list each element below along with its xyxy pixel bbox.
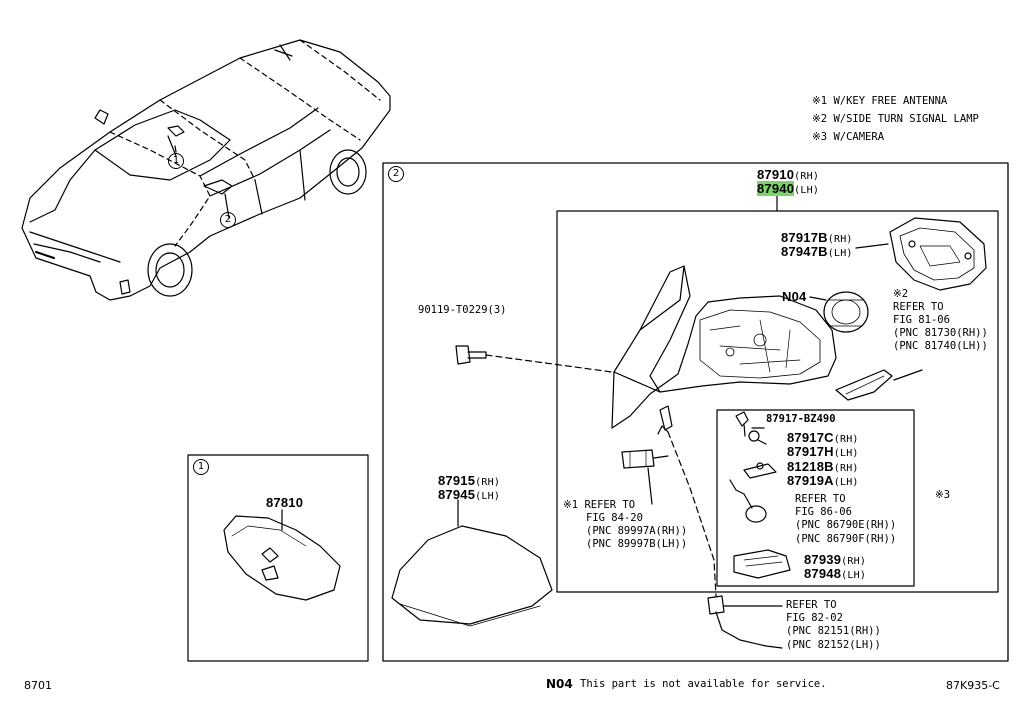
- footer-message: This part is not available for service.: [580, 678, 827, 690]
- antenna-ref-1: ※1 REFER TO: [563, 499, 636, 511]
- callout-2-frame: 2: [388, 166, 404, 182]
- part-number: 87945: [438, 487, 476, 502]
- part-camera-c-lh[interactable]: 87948(LH): [804, 567, 866, 582]
- callout-1-frame: 1: [193, 459, 209, 475]
- camera-ref-1: REFER TO: [795, 493, 846, 505]
- part-number: 87917C: [787, 430, 834, 445]
- part-inner-mirror[interactable]: 87810: [266, 495, 304, 510]
- turn-lamp-ref-1: REFER TO: [893, 301, 944, 313]
- frame-detail-2: [382, 162, 1009, 662]
- cover-drawing: [391, 499, 553, 627]
- antenna-drawing: [621, 425, 669, 505]
- part-camera-b-lh[interactable]: 87919A(LH): [787, 474, 859, 489]
- turn-lamp-ref-4: (PNC 81740(LH)): [893, 340, 988, 352]
- part-camera-a-rh[interactable]: 87917C(RH): [787, 431, 859, 446]
- part-camera-b-rh[interactable]: 81218B(RH): [787, 460, 859, 475]
- side-suffix: (RH): [833, 434, 859, 445]
- part-number: 87910: [757, 167, 795, 182]
- side-suffix: (RH): [475, 477, 501, 488]
- side-suffix: (RH): [841, 556, 867, 567]
- connector-ref-4: (PNC 82152(LH)): [786, 639, 881, 651]
- camera-ref-2[interactable]: FIG 86-06: [795, 506, 852, 518]
- part-number: 87947B: [781, 244, 828, 259]
- side-suffix: (LH): [827, 248, 853, 259]
- actuator-drawing: [809, 291, 869, 333]
- inner-mirror-drawing: [223, 509, 341, 601]
- side-suffix: (RH): [827, 234, 853, 245]
- side-suffix: (RH): [833, 463, 859, 474]
- side-suffix: (LH): [833, 477, 859, 488]
- part-actuator-code[interactable]: N04: [782, 289, 807, 304]
- part-screw[interactable]: 90119-T0229(3): [418, 304, 507, 316]
- turn-lamp-mark: ※2: [893, 288, 909, 300]
- note-camera: ※3 W/CAMERA: [812, 131, 885, 143]
- callout-2-car[interactable]: 2: [220, 212, 236, 228]
- part-number: 87919A: [787, 473, 834, 488]
- turn-lamp-ref-3: (PNC 81730(RH)): [893, 327, 988, 339]
- antenna-ref-3: (PNC 89997A(RH)): [586, 525, 688, 537]
- frame-detail-1: [187, 454, 369, 662]
- side-suffix: (RH): [794, 171, 820, 182]
- part-camera-c-rh[interactable]: 87939(RH): [804, 553, 866, 568]
- side-suffix: (LH): [794, 185, 820, 196]
- camera-mark: ※3: [935, 489, 951, 501]
- part-back-plate-rh[interactable]: 87917B(RH): [781, 231, 853, 246]
- footer-code: N04: [546, 677, 573, 691]
- callout-1-car[interactable]: 1: [168, 153, 184, 169]
- part-mirror-assy-rh[interactable]: 87910(RH): [757, 168, 819, 183]
- back-plate-drawing: [855, 217, 987, 291]
- side-suffix: (LH): [841, 570, 867, 581]
- part-number: 87948: [804, 566, 842, 581]
- part-number: 87917B: [781, 230, 828, 245]
- camera-parts-drawing: [729, 411, 791, 579]
- part-number: 81218B: [787, 459, 834, 474]
- note-key-free-antenna: ※1 W/KEY FREE ANTENNA: [812, 95, 948, 107]
- camera-ref-3: (PNC 86790E(RH)): [795, 519, 897, 531]
- antenna-ref-4: (PNC 89997B(LH)): [586, 538, 688, 550]
- side-suffix: (LH): [833, 448, 859, 459]
- part-back-plate-lh[interactable]: 87947B(LH): [781, 245, 853, 260]
- part-mirror-assy-lh[interactable]: 87940(LH): [757, 181, 820, 197]
- footer-figure-id: 87K935-C: [946, 679, 1000, 692]
- part-cover-rh[interactable]: 87915(RH): [438, 474, 500, 489]
- turn-lamp-ref-2[interactable]: FIG 81-06: [893, 314, 950, 326]
- note-side-turn-signal: ※2 W/SIDE TURN SIGNAL LAMP: [812, 113, 979, 125]
- part-number: 87939: [804, 552, 842, 567]
- part-number-highlighted: 87940: [757, 181, 795, 196]
- connector-ref-2[interactable]: FIG 82-02: [786, 612, 843, 624]
- frame-camera: [716, 409, 915, 587]
- footer-section-number: 8701: [24, 679, 52, 692]
- part-cover-lh[interactable]: 87945(LH): [438, 488, 500, 503]
- connector-ref-3: (PNC 82151(RH)): [786, 625, 881, 637]
- screw-drawing: [455, 345, 613, 373]
- turn-lamp-drawing: [835, 369, 923, 401]
- mirror-base-drawing: [611, 265, 837, 431]
- car-illustration: [21, 39, 391, 301]
- part-camera-a-lh[interactable]: 87917H(LH): [787, 445, 859, 460]
- camera-ref-4: (PNC 86790F(RH)): [795, 533, 897, 545]
- side-suffix: (LH): [475, 491, 501, 502]
- part-number: 87915: [438, 473, 476, 488]
- connector-ref-1: REFER TO: [786, 599, 837, 611]
- part-number: 87917H: [787, 444, 834, 459]
- antenna-ref-2[interactable]: FIG 84-20: [586, 512, 643, 524]
- part-camera-clip[interactable]: 87917-BZ490: [766, 413, 836, 425]
- connector-drawing: [707, 595, 783, 649]
